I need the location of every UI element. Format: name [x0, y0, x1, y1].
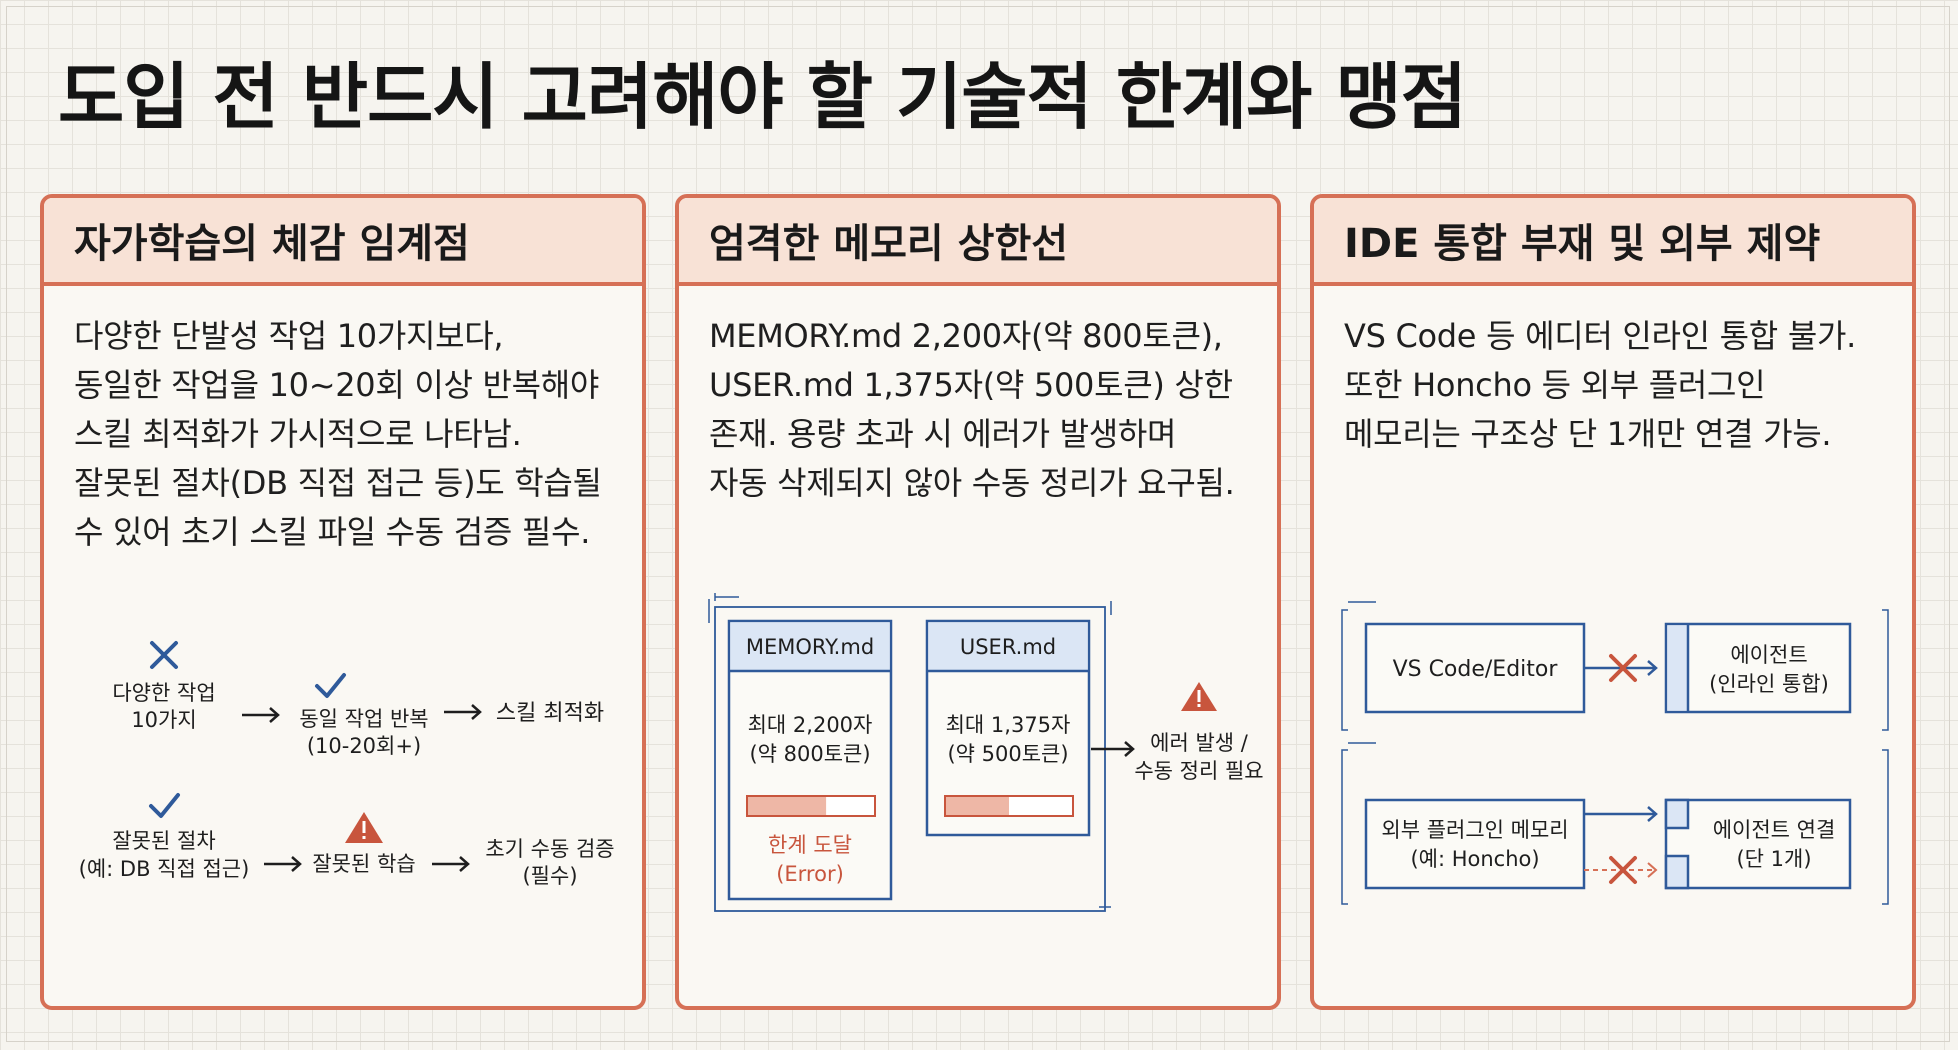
flow-step-label: 10가지	[131, 708, 196, 732]
agent-box-stripe	[1667, 625, 1688, 711]
arrow-right-icon	[1584, 660, 1658, 676]
page-title: 도입 전 반드시 고려해야 할 기술적 한계와 맹점	[58, 55, 1467, 139]
page-frame	[6, 6, 1950, 1042]
warning-icon	[345, 812, 383, 843]
card-header: IDE 통합 부재 및 외부 제약	[1314, 198, 1912, 286]
card-header: 자가학습의 체감 임계점	[44, 198, 642, 286]
memory-limit-diagram: MEMORY.md 최대 2,200자 (약 800토큰) 한계 도달 (Err…	[679, 593, 1277, 933]
arrow-right-icon	[264, 856, 302, 872]
editor-box	[1364, 622, 1586, 714]
body-line: 자동 삭제되지 않아 수동 정리가 요구됨.	[709, 464, 1235, 502]
memory-limit-label: 최대 2,200자	[748, 713, 873, 737]
section-bracket	[1341, 601, 1889, 731]
flow-step-label: 잘못된 절차	[112, 829, 215, 853]
body-line: 스킬 최적화가 가시적으로 나타남.	[74, 415, 522, 453]
body-line: 잘못된 절차(DB 직접 접근 등)도 학습될	[74, 464, 602, 502]
card-self-learning: 자가학습의 체감 임계점 다양한 단발성 작업 10가지보다, 동일한 작업을 …	[40, 194, 646, 1010]
plugin-label: (예: Honcho)	[1410, 847, 1539, 871]
user-limit-label: (약 500토큰)	[947, 742, 1068, 766]
agent-connection-box	[1664, 798, 1852, 890]
memory-frame	[714, 606, 1106, 912]
body-line: 또한 Honcho 등 외부 플러그인	[1344, 366, 1766, 404]
dashed-arrow-icon	[1584, 862, 1658, 878]
memory-usage-fill	[748, 797, 827, 815]
connection-slot	[1664, 854, 1690, 890]
arrow-right-icon	[242, 707, 280, 723]
x-icon	[150, 641, 178, 669]
connection-label: 에이전트 연결	[1713, 818, 1836, 842]
integration-diagram: VS Code/Editor 에이전트 (인라인 통합) 외부 플러그인 메모리…	[1314, 598, 1912, 918]
connection-slot	[1664, 798, 1690, 830]
card-body: MEMORY.md 2,200자(약 800토큰), USER.md 1,375…	[679, 286, 1277, 508]
section-bracket	[1341, 742, 1889, 905]
agent-label: 에이전트	[1730, 643, 1807, 667]
editor-label: VS Code/Editor	[1393, 657, 1559, 682]
body-line: 다양한 단발성 작업 10가지보다,	[74, 317, 504, 355]
check-icon	[315, 673, 346, 698]
flow-step-label: (10-20회+)	[307, 734, 421, 758]
card-title: IDE 통합 부재 및 외부 제약	[1344, 221, 1821, 267]
arrow-right-icon	[1584, 806, 1658, 822]
learning-flow-diagram: 다양한 작업 10가지 동일 작업 반복 (10-20회+) 스킬 최적화 잘못…	[44, 618, 642, 948]
plugin-label: 외부 플러그인 메모리	[1381, 818, 1568, 842]
card-memory-limit: 엄격한 메모리 상한선 MEMORY.md 2,200자(약 800토큰), U…	[675, 194, 1281, 1010]
memory-limit-label: (약 800토큰)	[749, 742, 870, 766]
card-body: VS Code 등 에디터 인라인 통합 불가. 또한 Honcho 등 외부 …	[1314, 286, 1912, 459]
flow-step-label: 잘못된 학습	[312, 852, 415, 876]
body-line: MEMORY.md 2,200자(약 800토큰),	[709, 317, 1223, 355]
user-usage-fill	[946, 797, 1009, 815]
arrow-right-icon	[444, 704, 482, 720]
flow-step-label: 다양한 작업	[112, 681, 215, 705]
memory-file-name: MEMORY.md	[746, 635, 874, 659]
plugin-memory-box	[1364, 798, 1586, 890]
arrow-right-icon	[432, 856, 470, 872]
close-icon	[1609, 654, 1637, 682]
agent-label: (인라인 통합)	[1709, 672, 1829, 696]
body-line: USER.md 1,375자(약 500토큰) 상한	[709, 366, 1233, 404]
body-line: 수 있어 초기 스킬 파일 수동 검증 필수.	[74, 513, 591, 551]
card-title: 엄격한 메모리 상한선	[709, 221, 1069, 267]
body-line: VS Code 등 에디터 인라인 통합 불가.	[1344, 317, 1856, 355]
card-body: 다양한 단발성 작업 10가지보다, 동일한 작업을 10~20회 이상 반복해…	[44, 286, 642, 557]
error-label: 수동 정리 필요	[1134, 759, 1263, 783]
connection-label: (단 1개)	[1736, 847, 1811, 871]
card-title: 자가학습의 체감 임계점	[74, 221, 470, 267]
card-ide-integration: IDE 통합 부재 및 외부 제약 VS Code 등 에디터 인라인 통합 불…	[1310, 194, 1916, 1010]
warning-icon	[1181, 682, 1217, 711]
close-icon	[1609, 856, 1637, 884]
flow-step-label: (예: DB 직접 접근)	[79, 857, 250, 881]
arrow-right-icon	[1091, 741, 1135, 757]
error-label: 에러 발생 /	[1150, 731, 1249, 755]
check-icon	[149, 793, 180, 818]
flow-step-label: 스킬 최적화	[496, 701, 604, 726]
user-file-name: USER.md	[960, 635, 1056, 659]
dimension-marker	[708, 593, 1112, 908]
flow-step-label: (필수)	[522, 864, 577, 888]
user-limit-label: 최대 1,375자	[946, 713, 1071, 737]
flow-step-label: 동일 작업 반복	[299, 707, 428, 731]
agent-box	[1664, 622, 1852, 714]
memory-status: (Error)	[776, 862, 844, 886]
card-header: 엄격한 메모리 상한선	[679, 198, 1277, 286]
body-line: 메모리는 구조상 단 1개만 연결 가능.	[1344, 415, 1832, 453]
flow-step-label: 초기 수동 검증	[485, 837, 614, 861]
memory-status: 한계 도달	[768, 833, 852, 857]
memory-file-box	[727, 619, 893, 901]
body-line: 존재. 용량 초과 시 에러가 발생하며	[709, 415, 1177, 453]
body-line: 동일한 작업을 10~20회 이상 반복해야	[74, 366, 600, 404]
